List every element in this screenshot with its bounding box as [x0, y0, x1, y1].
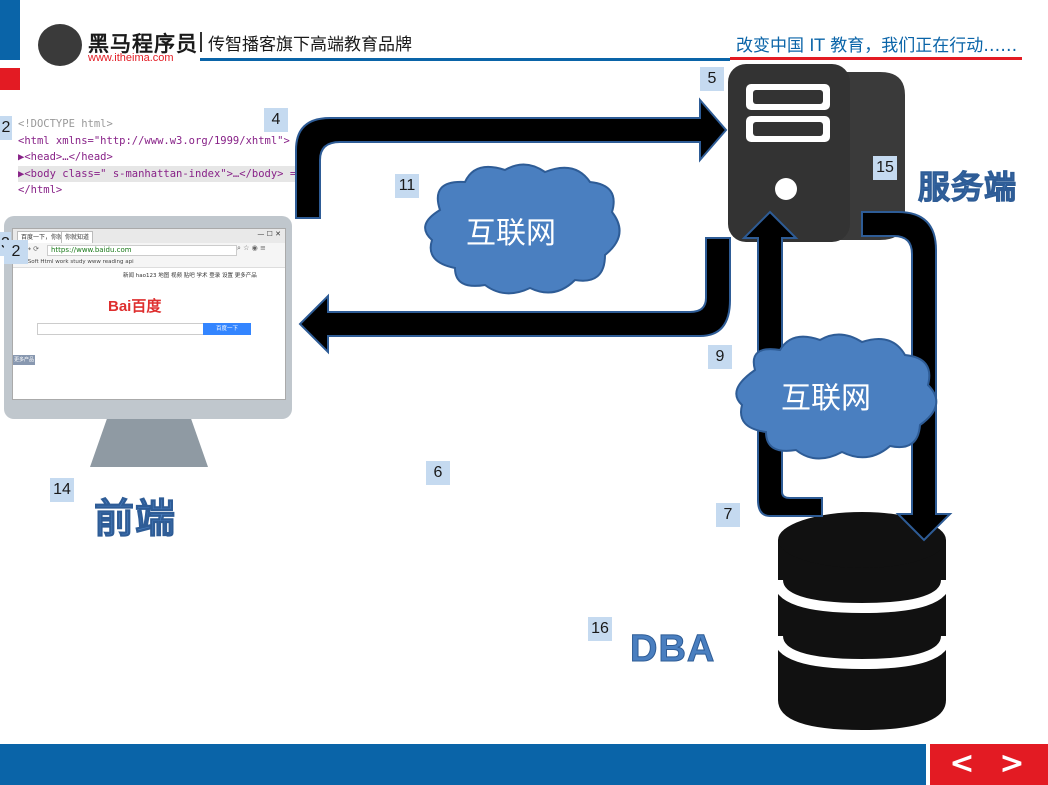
footer-nav-area [930, 744, 1048, 785]
number-label: 11 [395, 174, 419, 198]
number-label: 9 [708, 345, 732, 369]
baidu-nav-links[interactable]: 新闻 hao123 地图 视频 贴吧 学术 登录 设置 更多产品 [13, 271, 285, 279]
code-line: <!DOCTYPE html> [18, 118, 113, 130]
browser-tab-bar: 百度一下，你就知道 你就知道 — ☐ ✕ [13, 229, 285, 244]
url-input[interactable]: https://www.baidu.com [47, 245, 237, 256]
header-slogan: 传智播客旗下高端教育品牌 [208, 35, 412, 55]
arrow-db-to-server [741, 210, 823, 517]
nav-arrows-icon[interactable]: ← → ⟳ [17, 245, 40, 253]
number-label: 2 [0, 116, 12, 140]
code-line: ▶<head>…</head> [18, 151, 113, 163]
number-label: 5 [700, 67, 724, 91]
baidu-nav-text[interactable]: 新闻 hao123 地图 视频 贴吧 学术 登录 设置 更多产品 [123, 273, 257, 279]
arrow-response [298, 237, 731, 355]
cloud-label-1: 互联网 [466, 216, 556, 251]
browser-tab[interactable]: 你就知道 [61, 231, 94, 244]
baidu-search-button[interactable]: 百度一下 [203, 323, 251, 335]
number-label: 14 [50, 478, 74, 502]
logo-name: 黑马程序员 [88, 32, 198, 56]
html-code-snippet: <!DOCTYPE html> <html xmlns="http://www.… [18, 116, 322, 199]
logo-horse-icon [38, 24, 82, 66]
browser-window: 百度一下，你就知道 你就知道 — ☐ ✕ ← → ⟳ https://www.b… [12, 228, 286, 400]
number-label: 16 [588, 617, 612, 641]
cloud-internet-2 [735, 333, 938, 460]
number-label: 6 [426, 461, 450, 485]
toolbar-icons[interactable]: ⌕ ☆ ◉ ≡ [237, 244, 266, 252]
prev-slide-button[interactable]: < [949, 746, 975, 781]
number-label: 2 [4, 240, 28, 264]
left-accent-bar-blue [0, 0, 20, 60]
code-line-highlighted: ▶<body class=" s-manhattan-index">…</bod… [18, 165, 322, 182]
cloud-label-2: 互联网 [781, 381, 871, 416]
logo-url: www.itheima.com [88, 52, 174, 64]
header-line-blue [200, 58, 730, 61]
code-line: <html xmlns="http://www.w3.org/1999/xhtm… [18, 134, 290, 147]
header-separator [200, 32, 202, 52]
number-label: 7 [716, 503, 740, 527]
server-icon [728, 64, 905, 242]
browser-address-bar: ← → ⟳ https://www.baidu.com ⌕ ☆ ◉ ≡ [13, 243, 285, 257]
code-line: </html> [18, 184, 63, 196]
left-accent-bar-red [0, 68, 20, 90]
next-slide-button[interactable]: > [999, 746, 1025, 781]
dba-label: DBA [629, 628, 716, 671]
database-icon [773, 512, 951, 730]
cloud-internet-1 [424, 163, 621, 295]
frontend-label: 前端 [94, 496, 176, 543]
arrow-request [295, 97, 728, 219]
footer-bar [0, 744, 926, 785]
more-products-button[interactable]: 更多产品 [13, 355, 35, 365]
baidu-search-input[interactable] [37, 323, 204, 335]
arrow-server-to-db [861, 211, 953, 542]
number-label: 15 [873, 156, 897, 180]
baidu-logo: Bai百度 [108, 298, 162, 315]
header-line-red [730, 57, 1022, 60]
window-controls-icon[interactable]: — ☐ ✕ [257, 230, 281, 238]
server-label: 服务端 [917, 168, 1018, 207]
bookmark-bar[interactable]: 应用 Soft Html work study www reading api [13, 257, 285, 268]
number-label: 4 [264, 108, 288, 132]
header-right-slogan: 改变中国 IT 教育，我们正在行动…… [736, 36, 1018, 56]
